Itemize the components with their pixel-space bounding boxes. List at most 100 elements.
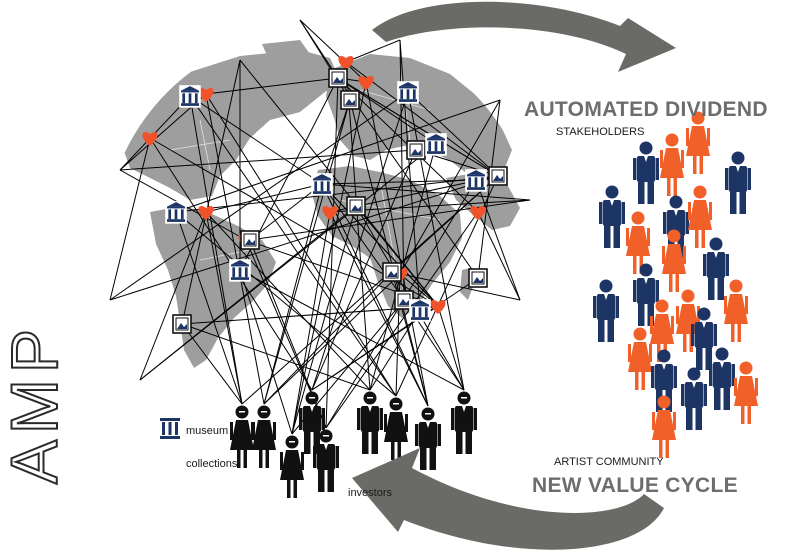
heart-icon bbox=[198, 88, 214, 102]
network-line bbox=[337, 77, 437, 145]
legend-museum-label: museum bbox=[186, 425, 229, 437]
stakeholder-figure bbox=[691, 307, 717, 370]
heart-icon bbox=[430, 300, 446, 314]
network-line bbox=[205, 211, 243, 405]
collection-icon bbox=[240, 230, 260, 250]
investor-figure bbox=[313, 429, 339, 492]
network-line bbox=[337, 77, 479, 279]
network-line bbox=[321, 183, 531, 201]
stakeholder-figure bbox=[724, 279, 748, 342]
artist-community-label: ARTIST COMMUNITY bbox=[554, 456, 664, 468]
stakeholder-figure bbox=[681, 367, 707, 430]
network-line bbox=[205, 93, 397, 397]
network-line bbox=[291, 205, 357, 435]
amp-logo: AMP bbox=[0, 322, 72, 485]
stakeholder-figure bbox=[633, 141, 659, 204]
network-line bbox=[109, 91, 409, 301]
investor-figure bbox=[357, 391, 383, 454]
globe-icons bbox=[142, 56, 508, 334]
network-line bbox=[391, 175, 499, 273]
stakeholders-title: AUTOMATED DIVIDEND bbox=[524, 98, 768, 121]
stakeholder-figure bbox=[633, 263, 659, 326]
collection-icon bbox=[488, 166, 508, 186]
collection-icon bbox=[328, 68, 348, 88]
collection-icon bbox=[346, 196, 366, 216]
network-line bbox=[205, 77, 339, 95]
network-line bbox=[349, 99, 429, 407]
investors-group bbox=[230, 391, 477, 498]
network-line bbox=[365, 81, 429, 407]
stakeholder-figure bbox=[725, 151, 751, 214]
museum-icon bbox=[409, 299, 431, 322]
heart-icon bbox=[322, 206, 338, 220]
stakeholder-figure bbox=[626, 211, 650, 274]
investor-figure bbox=[451, 391, 477, 454]
museum-icon bbox=[179, 85, 201, 108]
collection-icon bbox=[406, 140, 426, 160]
network-line bbox=[321, 179, 477, 185]
stakeholder-figure bbox=[662, 229, 686, 292]
stakeholder-figure bbox=[593, 279, 619, 342]
network-line bbox=[477, 211, 521, 301]
network-line bbox=[239, 269, 465, 391]
network-line bbox=[291, 211, 331, 435]
network-line bbox=[345, 39, 401, 63]
stakeholders-label: STAKEHOLDERS bbox=[556, 126, 645, 138]
continent-north-america bbox=[120, 50, 340, 200]
network-line bbox=[109, 137, 151, 301]
network-line bbox=[407, 91, 499, 177]
network-line bbox=[239, 269, 293, 435]
legend-investors-label: investors bbox=[348, 487, 393, 499]
network-line bbox=[205, 211, 371, 391]
network-line bbox=[437, 305, 465, 391]
network-line bbox=[175, 211, 397, 397]
network-line bbox=[181, 323, 371, 391]
stakeholder-figure bbox=[703, 237, 729, 300]
island-greenland bbox=[262, 40, 310, 64]
network-line bbox=[263, 271, 393, 405]
stakeholder-figure bbox=[652, 395, 676, 458]
stakeholder-figure bbox=[599, 185, 625, 248]
network-line bbox=[189, 95, 397, 397]
network-line bbox=[175, 99, 501, 213]
collection-icon bbox=[340, 90, 360, 110]
collection-icon bbox=[172, 314, 192, 334]
collection-icon bbox=[382, 262, 402, 282]
heart-icon bbox=[470, 206, 486, 220]
network-line bbox=[399, 99, 501, 275]
stakeholder-figure bbox=[628, 327, 652, 390]
network-line bbox=[175, 211, 243, 405]
museum-icon bbox=[397, 81, 419, 104]
museum-icon bbox=[165, 201, 187, 224]
museum-icon bbox=[465, 169, 487, 192]
network-line bbox=[109, 175, 499, 301]
collection-icon bbox=[394, 290, 414, 310]
investor-figure bbox=[299, 391, 325, 454]
network-line bbox=[249, 183, 323, 241]
investor-figure bbox=[252, 405, 276, 468]
heart-icon bbox=[142, 132, 158, 146]
network-line bbox=[181, 59, 241, 325]
network-line bbox=[299, 19, 367, 83]
network-line bbox=[321, 99, 351, 185]
stakeholder-figure bbox=[686, 111, 710, 174]
museum-icon bbox=[311, 173, 333, 196]
legend-collections-label: collections bbox=[186, 458, 238, 470]
network-line bbox=[369, 309, 421, 391]
heart-icon bbox=[198, 206, 214, 220]
cycle-arrow-top bbox=[372, 1, 676, 73]
network-line bbox=[329, 211, 429, 407]
network-line bbox=[181, 323, 243, 405]
investor-figure bbox=[230, 405, 254, 468]
network-line bbox=[325, 77, 339, 429]
investor-figure bbox=[280, 435, 304, 498]
investor-figure bbox=[384, 397, 408, 460]
network-line bbox=[325, 211, 479, 429]
network-line bbox=[239, 59, 439, 307]
cycle-arrow-bottom bbox=[352, 448, 664, 550]
new-value-cycle-title: NEW VALUE CYCLE bbox=[532, 474, 738, 497]
network-line bbox=[189, 95, 243, 405]
network-line bbox=[205, 183, 323, 213]
network-line bbox=[345, 61, 371, 391]
